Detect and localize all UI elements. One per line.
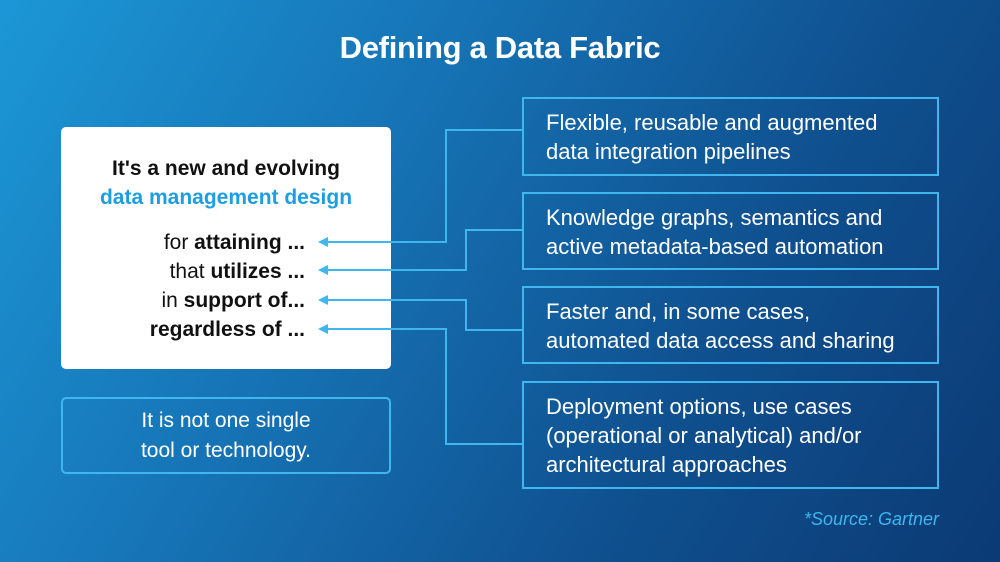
phrase-keyword: support of...	[183, 289, 305, 312]
connector-arrow-2	[318, 229, 522, 275]
phrase-keyword: regardless of ...	[149, 318, 305, 341]
phrase-prefix: that	[169, 260, 211, 283]
phrase-keyword: attaining ...	[194, 231, 305, 254]
note-line-2: tool or technology.	[140, 439, 312, 462]
item-box-access: Faster and, in some cases, automated dat…	[522, 286, 939, 364]
connector-arrow-4	[318, 324, 522, 445]
page-title: Defining a Data Fabric	[339, 30, 661, 65]
connector-arrow-1	[318, 129, 522, 247]
note-line-1: It is not one single	[141, 409, 311, 432]
item-box-integration: Flexible, reusable and augmented data in…	[522, 97, 939, 176]
not-a-tool-note: It is not one single tool or technology.	[61, 397, 391, 474]
phrase-attaining: for attaining ...	[164, 228, 305, 257]
phrase-utilizes: that utilizes ...	[170, 257, 305, 286]
item-box-deployment: Deployment options, use cases (operation…	[522, 381, 939, 489]
phrase-prefix: for	[163, 231, 195, 254]
item-box-knowledge: Knowledge graphs, semantics and active m…	[522, 192, 939, 270]
item-line: (operational or analytical) and/or	[546, 423, 862, 448]
phrase-support: in support of...	[161, 286, 305, 315]
definition-lead: It's a new and evolving data management …	[61, 154, 391, 212]
connector-arrow-3	[318, 295, 522, 331]
source-citation: *Source: Gartner	[803, 509, 939, 529]
item-line: automated data access and sharing	[546, 328, 895, 353]
item-line: architectural approaches	[546, 452, 787, 477]
item-line: Deployment options, use cases	[546, 394, 852, 419]
phrase-keyword: utilizes ...	[210, 260, 305, 283]
phrase-prefix: in	[161, 289, 184, 312]
item-line: active metadata-based automation	[546, 234, 884, 259]
item-line: Faster and, in some cases,	[546, 299, 811, 324]
definition-line-2: data management design	[99, 186, 353, 209]
item-line: Knowledge graphs, semantics and	[546, 205, 883, 230]
phrase-regardless: regardless of ...	[150, 315, 305, 344]
definition-line-1: It's a new and evolving	[112, 157, 340, 180]
item-line: data integration pipelines	[546, 139, 791, 164]
item-line: Flexible, reusable and augmented	[546, 110, 878, 135]
